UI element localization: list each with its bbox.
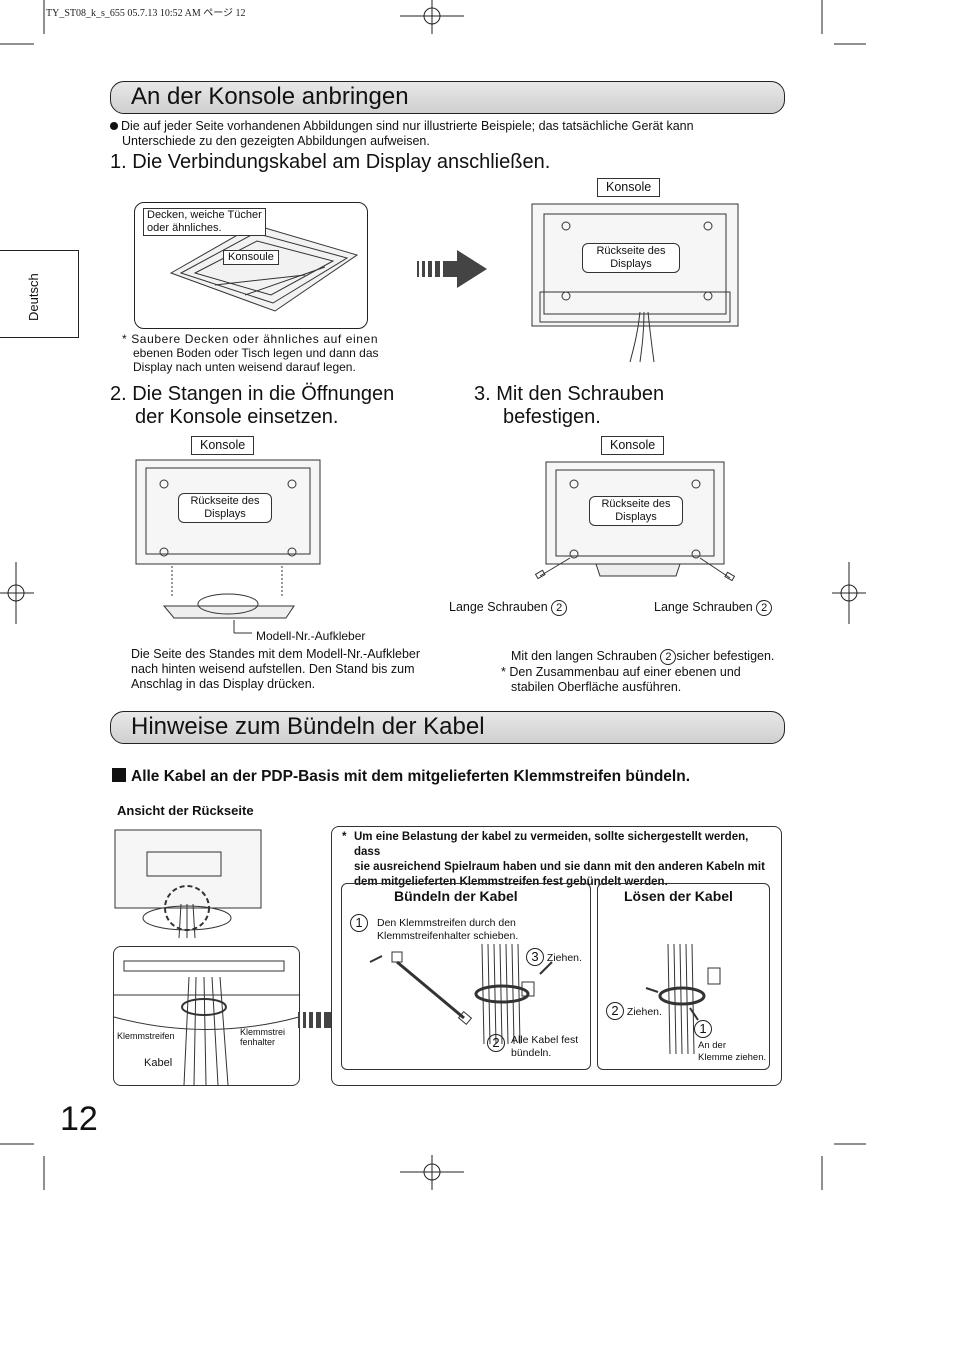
language-tab-label: Deutsch [26,273,41,321]
rear-view-illustration [114,829,262,939]
bundle-title: Bündeln der Kabel [394,888,518,904]
cable-instructions-panel: * Um eine Belastung der kabel zu vermeid… [331,826,782,1086]
cable-detail-illustration: Klemmstreifen Klemmstrei fenhalter Kabel [113,946,300,1086]
klemmstreifen-label: Klemmstreifen [117,1031,175,1041]
screw-label-right: Lange Schrauben 2 [654,600,773,616]
release-step1: 1 [694,1020,712,1038]
bundle-illustration [369,943,553,1045]
rear-label-step1: Rückseite des Displays [582,243,680,273]
disclaimer-line2: Unterschiede zu den gezeigten Abbildunge… [122,134,430,148]
page-number: 12 [60,1100,98,1138]
bullet-icon [110,122,118,130]
section-banner-kabel: Hinweise zum Bündeln der Kabel [110,711,785,744]
step1-heading: 1. Die Verbindungskabel am Display ansch… [110,151,551,173]
release-step1-text: An der Klemme ziehen. [698,1040,767,1063]
step2-heading: 2. Die Stangen in die Öffnungen der Kons… [110,383,395,428]
release-title: Lösen der Kabel [624,888,733,904]
section-title: An der Konsole anbringen [131,83,409,110]
cloth-label: Decken, weiche Tücher oder ähnliches. [143,208,266,236]
step1-cloth-illustration: Decken, weiche Tücher oder ähnliches. Ko… [134,202,368,329]
release-step2: 2 Ziehen. [606,1002,662,1020]
konsole-label-step1: Konsole [597,178,661,197]
release-illustration [645,943,721,1055]
bundle-step2: 2 Alle Kabel fest bündeln. [487,1034,578,1060]
section-banner-konsole: An der Konsole anbringen [110,81,785,114]
konsole-label-step2: Konsole [191,436,255,455]
rear-view-label: Ansicht der Rückseite [117,803,254,818]
strain-note: * Um eine Belastung der kabel zu vermeid… [342,831,765,888]
disclaimer-line1: Die auf jeder Seite vorhandenen Abbildun… [121,119,694,133]
screw-label-left: Lange Schrauben 2 [449,600,568,616]
file-header: TY_ST08_k_s_655 05.7.13 10:52 AM ページ 12 [46,8,246,19]
rear-label-step3: Rückseite des Displays [589,496,683,526]
step1-note: * Saubere Decken oder ähnliches auf eine… [122,332,379,374]
display-rear-illustration [531,203,739,363]
bundle-step1: 1 [350,914,368,932]
konsole-label-step3: Konsole [601,436,665,455]
disclaimer: Die auf jeder Seite vorhandenen Abbildun… [110,119,694,149]
bundle-step1-text: Den Klemmstreifen durch den Klemmstreife… [377,917,519,942]
language-tab: Deutsch [0,250,79,338]
square-icon [112,768,126,782]
model-sticker-label: Modell-Nr.-Aufkleber [256,629,366,643]
bundle-heading: Alle Kabel an der PDP-Basis mit dem mitg… [112,768,690,786]
bundle-box: Bündeln der Kabel 1 Den Klemmstreifen du… [341,883,591,1070]
arrow-right-icon [417,250,487,288]
kabel-label: Kabel [144,1057,173,1069]
step3-heading: 3. Mit den Schrauben befestigen. [474,383,665,428]
step2-text: Die Seite des Standes mit dem Modell-Nr.… [131,647,421,691]
section-title-kabel: Hinweise zum Bündeln der Kabel [131,713,485,740]
rear-label-step2: Rückseite des Displays [178,493,272,523]
release-box: Lösen der Kabel 2 Ziehen. 1 An der Klemm… [597,883,770,1070]
klemmstreifenhalter-label: Klemmstrei fenhalter [240,1027,286,1047]
bundle-step3: 3 Ziehen. [526,948,582,966]
konsoule-label: Konsoule [223,250,279,265]
step2-display-illustration [135,459,321,634]
